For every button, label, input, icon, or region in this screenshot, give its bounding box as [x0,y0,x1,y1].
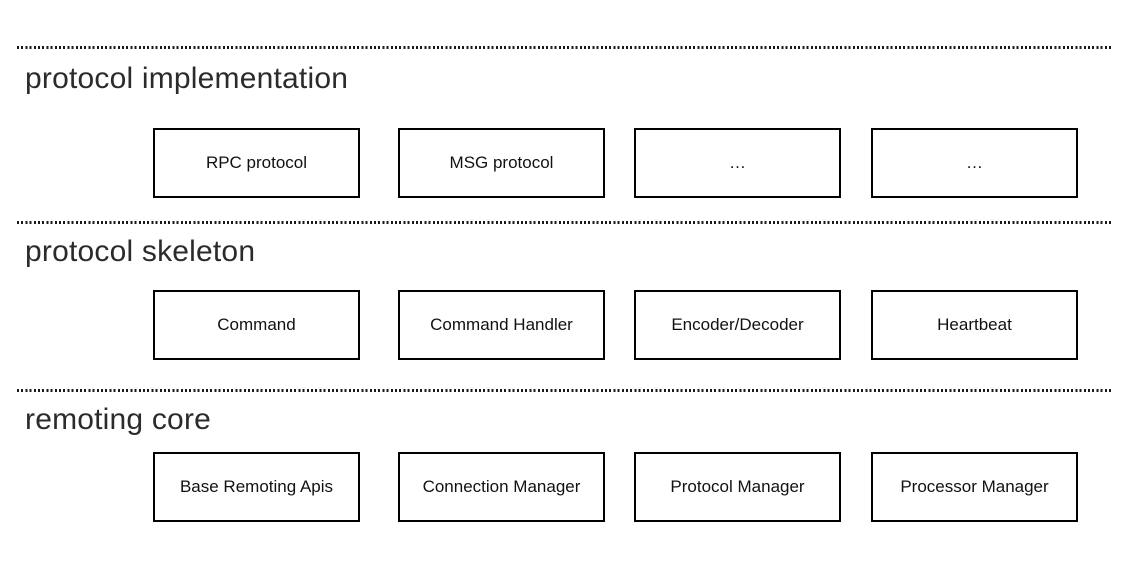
box-label: … [729,153,746,172]
box-label: Command Handler [430,315,573,334]
diagram-box-rpc-protocol: RPC protocol [153,128,360,198]
layer-title-remoting-core: remoting core [25,403,212,436]
box-label: Command [217,315,296,334]
diagram-box-ellipsis-1: … [634,128,841,198]
layer-title-protocol-implementation: protocol implementation [25,62,349,95]
box-label: Processor Manager [900,477,1049,496]
diagram-box-connection-manager: Connection Manager [398,452,605,522]
diagram-box-command-handler: Command Handler [398,290,605,360]
box-label: … [966,153,983,172]
diagram-box-ellipsis-2: … [871,128,1078,198]
box-label: Protocol Manager [670,477,805,496]
diagram-box-msg-protocol: MSG protocol [398,128,605,198]
section-divider-dotted [17,389,1113,392]
diagram-box-processor-manager: Processor Manager [871,452,1078,522]
diagram-box-protocol-manager: Protocol Manager [634,452,841,522]
box-label: RPC protocol [205,153,308,172]
diagram-box-encoder-decoder: Encoder/Decoder [634,290,841,360]
diagram-box-base-remoting-apis: Base Remoting Apis [153,452,360,522]
box-label: Heartbeat [937,315,1012,334]
box-label: Base Remoting Apis [179,477,334,496]
diagram-box-heartbeat: Heartbeat [871,290,1078,360]
box-label: Encoder/Decoder [671,315,804,334]
box-label: Connection Manager [422,477,581,496]
section-divider-dotted [17,221,1113,224]
section-divider-dotted [17,46,1113,49]
diagram-box-command: Command [153,290,360,360]
box-label: MSG protocol [449,153,554,172]
layer-title-protocol-skeleton: protocol skeleton [25,235,256,268]
